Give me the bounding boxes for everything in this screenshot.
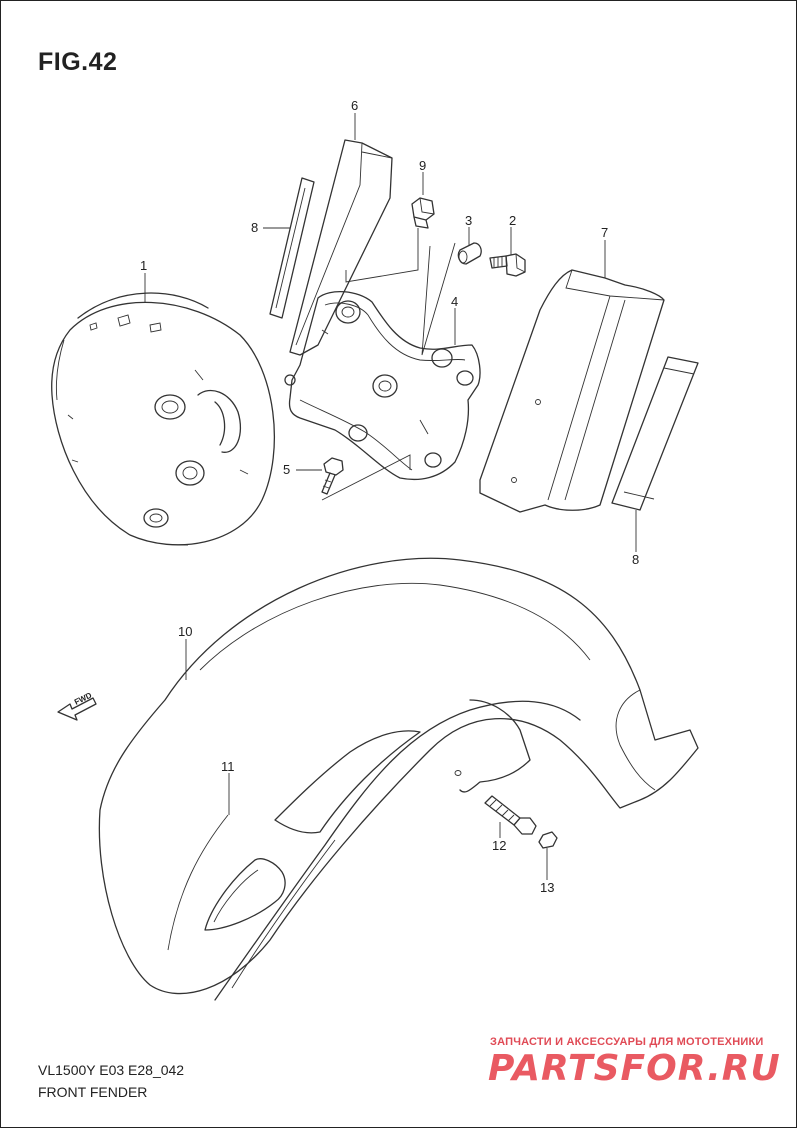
part-8-strip-left[interactable]	[269, 177, 315, 319]
part-5-screw[interactable]	[321, 457, 344, 495]
figure-title: FIG.42	[38, 48, 118, 76]
part-7-pad[interactable]	[479, 269, 665, 513]
callout-10: 10	[178, 624, 192, 639]
callout-8-right: 8	[632, 552, 639, 567]
fwd-arrow-icon: FWD	[57, 691, 97, 721]
watermark-tagline: ЗАПЧАСТИ И АКСЕССУАРЫ ДЛЯ МОТОТЕХНИКИ	[490, 1036, 764, 1048]
model-code: VL1500Y E03 E28_042	[38, 1062, 185, 1078]
leader-lines	[144, 113, 637, 880]
part-10-fender[interactable]	[98, 557, 699, 1001]
callout-8-left: 8	[251, 220, 258, 235]
callout-4: 4	[451, 294, 458, 309]
callout-13: 13	[540, 880, 554, 895]
part-13-washer[interactable]	[538, 831, 558, 849]
callout-2: 2	[509, 213, 516, 228]
section-name: FRONT FENDER	[38, 1084, 148, 1100]
callout-6: 6	[351, 98, 358, 113]
callout-5: 5	[283, 462, 290, 477]
fwd-label: FWD	[73, 691, 94, 707]
part-3-collar[interactable]	[457, 242, 482, 265]
callout-9: 9	[419, 158, 426, 173]
callout-11: 11	[221, 759, 235, 774]
callout-7: 7	[601, 225, 608, 240]
callouts: 1 2 3 4 5 6 7 8 8 9 10 11 12 13	[140, 98, 639, 895]
part-6-pad[interactable]	[289, 139, 393, 356]
callout-12: 12	[492, 838, 506, 853]
part-12-bolt[interactable]	[484, 795, 537, 835]
watermark-logo: PARTSFOR.RU	[488, 1048, 781, 1089]
part-9-bolt[interactable]	[411, 197, 435, 229]
part-2-bolt[interactable]	[489, 253, 526, 277]
callout-1: 1	[140, 258, 147, 273]
part-11-trim[interactable]	[167, 814, 229, 951]
callout-3: 3	[465, 213, 472, 228]
part-1-cover[interactable]	[51, 292, 276, 546]
part-8-strip-right[interactable]	[611, 356, 699, 511]
part-4-bracket[interactable]	[284, 291, 481, 481]
